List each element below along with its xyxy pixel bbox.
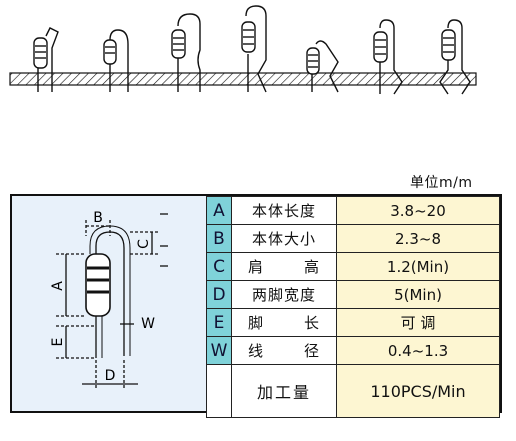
spec-key: C [206,252,232,281]
spec-row-e: E 脚长 可 调 [206,308,500,337]
spec-row-a: A 本体长度 3.8~20 [206,196,500,225]
label-e: E [50,338,66,347]
spec-row-b: B 本体大小 2.3~8 [206,224,500,253]
resistor-5 [306,40,339,93]
spec-param-right: 高 [303,258,320,276]
spec-row-c: C 肩高 1.2(Min) [206,252,500,281]
label-w: W [141,316,155,332]
spec-value: 3.8~20 [336,196,500,225]
spec-param: 肩高 [231,252,337,281]
label-c: C [136,239,152,249]
spec-table: A 本体长度 3.8~20 B 本体大小 2.3~8 C 肩高 1.2(Min)… [206,196,500,418]
spec-param: 线径 [231,336,337,365]
spec-row-d: D 两脚宽度 5(Min) [206,280,500,309]
spec-value: 5(Min) [336,280,500,309]
label-b: B [93,210,103,226]
spec-row-throughput: 加工量 110PCS/Min [206,364,500,418]
spec-key: W [206,336,232,365]
label-a: A [50,281,66,291]
spec-value: 2.3~8 [336,224,500,253]
resistor-body [85,253,111,317]
spec-param: 两脚宽度 [231,280,337,309]
spec-key: E [206,308,232,337]
label-d: D [105,368,116,384]
spec-value: 可 调 [336,308,500,337]
spec-key: A [206,196,232,225]
resistor-7 [439,19,471,95]
spec-row-w: W 线径 0.4~1.3 [206,336,500,365]
resistor-4 [241,5,267,93]
spec-param: 脚长 [231,308,337,337]
spec-param-left: 线 [248,342,265,360]
spec-param-left: 肩 [248,258,265,276]
spec-param-left: 脚 [248,314,265,332]
spec-key: D [206,280,232,309]
spec-param-right: 径 [303,342,320,360]
circuit-board [9,72,477,86]
spec-value: 1.2(Min) [336,252,500,281]
resistor-1 [33,27,59,92]
blank-cell [206,364,232,418]
spec-value: 0.4~1.3 [336,336,500,365]
resistor-3 [171,13,201,92]
spec-key: B [206,224,232,253]
spec-param: 本体大小 [231,224,337,253]
dimension-diagram: B C A E W D [50,210,168,388]
throughput-label: 加工量 [231,364,337,418]
spec-param: 本体长度 [231,196,337,225]
throughput-value: 110PCS/Min [336,364,500,418]
spec-param-right: 长 [303,314,320,332]
resistor-2 [103,29,129,92]
resistor-6 [373,19,403,95]
mounted-resistors-illustration [9,5,477,95]
unit-label: 单位m/m [410,175,473,191]
